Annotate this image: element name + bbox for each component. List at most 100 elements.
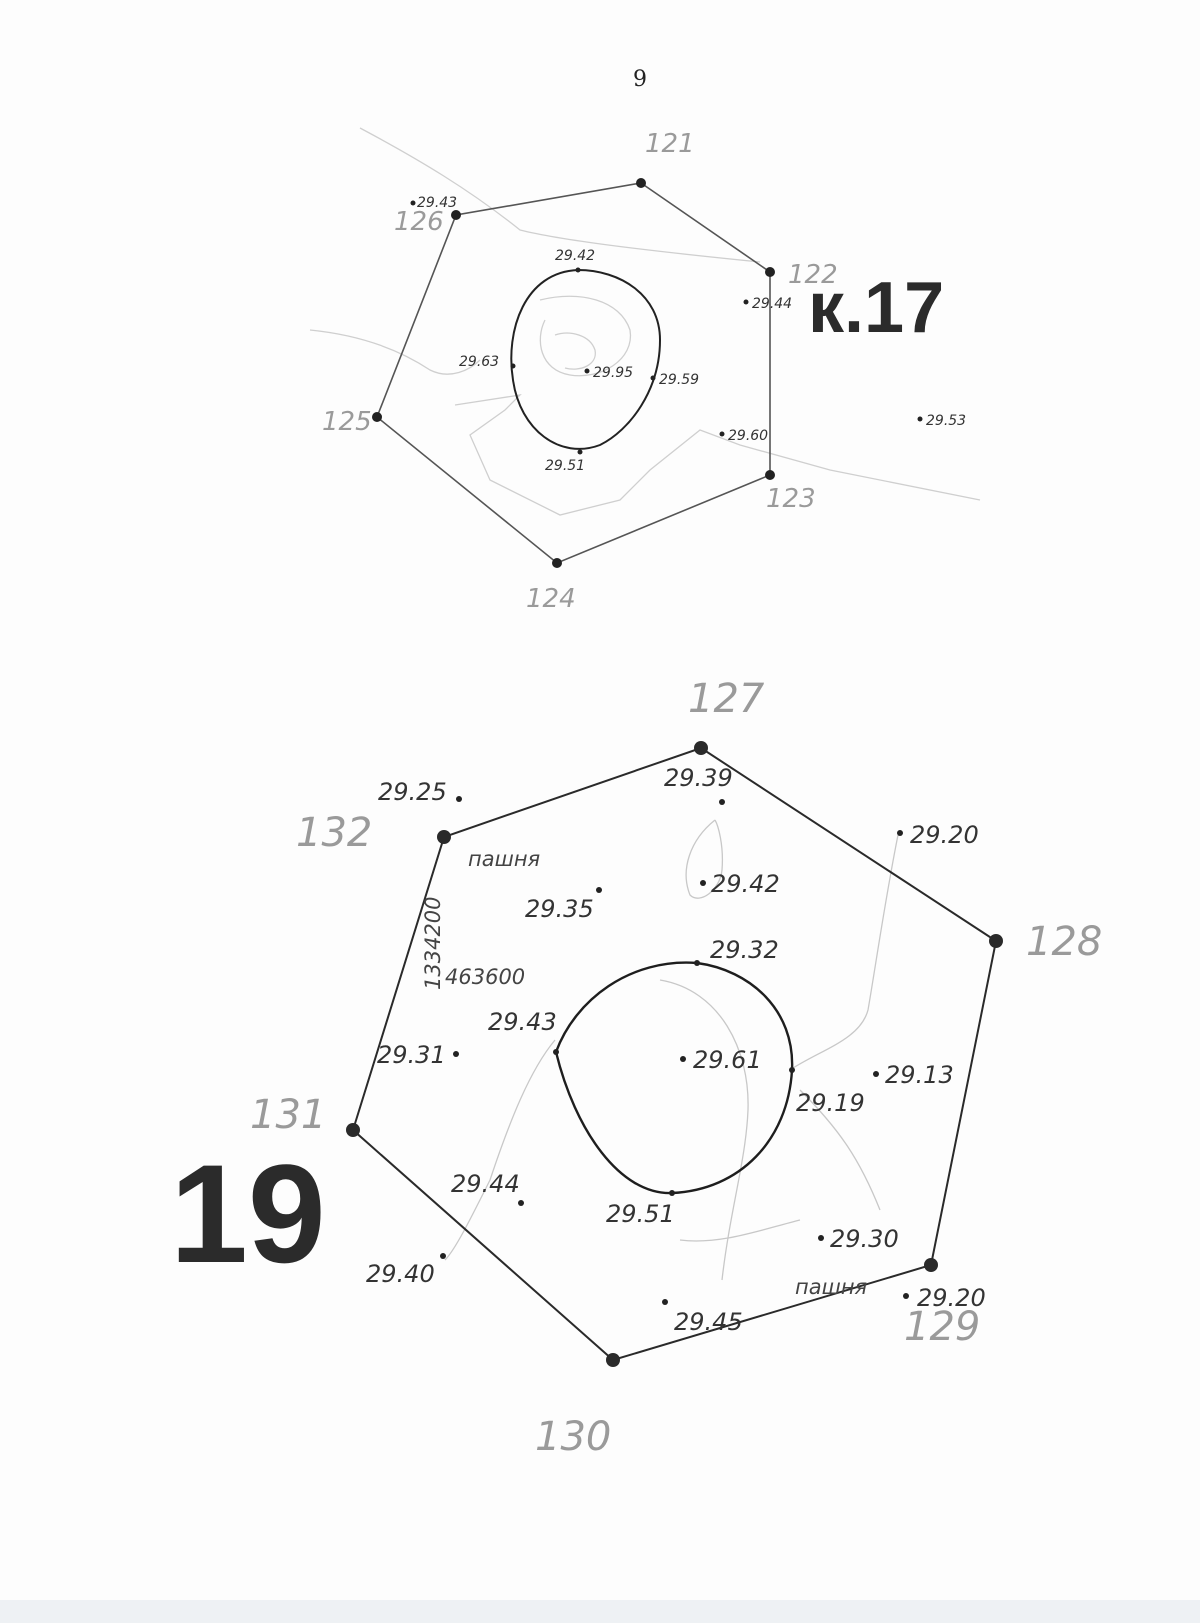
- vertex-marker: [765, 470, 775, 480]
- elevation-label: 29.20: [910, 821, 979, 849]
- elevation-dot: [694, 960, 700, 966]
- elevation-label: 29.43: [417, 195, 457, 211]
- vertex-label: 121: [645, 129, 695, 159]
- land-use-note: пашня: [795, 1275, 867, 1299]
- faint-line: [359, 127, 761, 263]
- elevation-dot: [410, 200, 416, 206]
- vertex-label: 123: [766, 484, 816, 514]
- vertex-label: 128: [1026, 919, 1102, 965]
- elevation-label: 29.95: [593, 365, 633, 381]
- faint-contour: [659, 979, 749, 1281]
- vertex-marker: [437, 830, 451, 844]
- elevation-label: 29.59: [659, 372, 699, 388]
- faint-line: [309, 329, 481, 375]
- faint-line: [679, 1219, 801, 1242]
- elevation-label: 29.35: [525, 895, 594, 923]
- elevation-dot: [903, 1293, 909, 1299]
- vertex-label: 122: [788, 260, 838, 290]
- elevation-dot: [719, 799, 725, 805]
- elevation-dot: [818, 1235, 824, 1241]
- bottom-vertex-labels: 127 128 129 130 131 132: [250, 676, 1102, 1460]
- elevation-dot: [510, 363, 516, 369]
- vertex-label: 125: [322, 407, 372, 437]
- vertex-marker: [924, 1258, 938, 1272]
- top-vertex-labels: 121 122 123 124 125 126: [322, 129, 838, 614]
- bottom-faint-lines: [444, 819, 899, 1281]
- elevation-label: 29.19: [796, 1089, 865, 1117]
- top-inner-contour: [510, 268, 662, 450]
- vertex-label: 130: [535, 1414, 611, 1460]
- elevation-label: 29.61: [693, 1046, 762, 1074]
- top-faint-lines: [309, 127, 981, 516]
- vertex-marker: [765, 267, 775, 277]
- elevation-dot: [577, 449, 583, 455]
- faint-contour: [685, 819, 724, 899]
- elevation-label: 29.32: [710, 936, 779, 964]
- sheet-top: 121 122 123 124 125 126 29.43 29.42 29.4…: [309, 127, 981, 614]
- elevation-dot: [456, 796, 462, 802]
- elevation-dot: [596, 887, 602, 893]
- elevation-label: 29.63: [459, 354, 499, 370]
- top-sheet-title: к.17: [808, 268, 944, 348]
- vertex-label: 132: [296, 810, 372, 856]
- coordinate-x-note: 1334200: [421, 896, 445, 990]
- vertex-label: 126: [394, 207, 444, 237]
- elevation-label: 29.43: [488, 1008, 557, 1036]
- top-elevation-labels: 29.43 29.42 29.44 29.63 29.95 29.59 29.6…: [417, 195, 966, 474]
- coordinate-y-note: 463600: [445, 965, 525, 989]
- land-use-note: пашня: [468, 847, 540, 871]
- vertex-marker: [606, 1353, 620, 1367]
- elevation-dot: [719, 431, 725, 437]
- elevation-label: 29.13: [885, 1061, 954, 1089]
- faint-line: [454, 394, 981, 516]
- elevation-label: 29.31: [377, 1041, 446, 1069]
- vertex-marker: [989, 934, 1003, 948]
- elevation-dot: [743, 299, 749, 305]
- vertex-label: 131: [250, 1092, 326, 1138]
- vertex-marker: [552, 558, 562, 568]
- faint-contour: [539, 295, 632, 377]
- faint-contour: [554, 332, 596, 370]
- bottom-inner-contour: [554, 961, 794, 1195]
- bottom-vertex-markers: [346, 741, 1003, 1367]
- elevation-dot: [700, 880, 706, 886]
- elevation-label: 29.25: [378, 778, 447, 806]
- elevation-label: 29.20: [917, 1284, 986, 1312]
- elevation-label: 29.51: [606, 1200, 675, 1228]
- elevation-label: 29.40: [366, 1260, 435, 1288]
- elevation-label: 29.42: [555, 248, 595, 264]
- faint-line: [789, 834, 899, 1071]
- elevation-dot: [669, 1190, 675, 1196]
- bottom-elevation-dots: [440, 796, 909, 1305]
- faint-line: [799, 1089, 881, 1211]
- vertex-label: 127: [688, 676, 765, 722]
- elevation-dot: [575, 267, 581, 273]
- elevation-label: 29.44: [752, 296, 792, 312]
- top-vertex-markers: [372, 178, 775, 568]
- elevation-label: 29.44: [451, 1170, 520, 1198]
- elevation-label: 29.53: [926, 413, 966, 429]
- vertex-marker: [346, 1123, 360, 1137]
- elevation-dot: [897, 830, 903, 836]
- page-number: 9: [633, 67, 647, 92]
- vertex-label: 124: [526, 584, 576, 614]
- elevation-dot: [662, 1299, 668, 1305]
- elevation-dot: [917, 416, 923, 422]
- bottom-edge-band: [0, 1600, 1200, 1623]
- elevation-dot: [440, 1253, 446, 1259]
- bottom-elevation-labels: 29.25 29.39 29.20 29.42 29.35 29.32 29.4…: [366, 764, 986, 1336]
- elevation-label: 29.51: [545, 458, 585, 474]
- vertex-marker: [451, 210, 461, 220]
- elevation-label: 29.45: [674, 1308, 743, 1336]
- sheet-bottom: 127 128 129 130 131 132 29.25 29.39 29.2…: [170, 676, 1102, 1460]
- vertex-marker: [372, 412, 382, 422]
- elevation-dot: [680, 1056, 686, 1062]
- elevation-dot: [584, 368, 590, 374]
- elevation-dot: [789, 1067, 795, 1073]
- elevation-dot: [453, 1051, 459, 1057]
- elevation-label: 29.30: [830, 1225, 899, 1253]
- elevation-label: 29.42: [711, 870, 780, 898]
- elevation-dot: [553, 1049, 559, 1055]
